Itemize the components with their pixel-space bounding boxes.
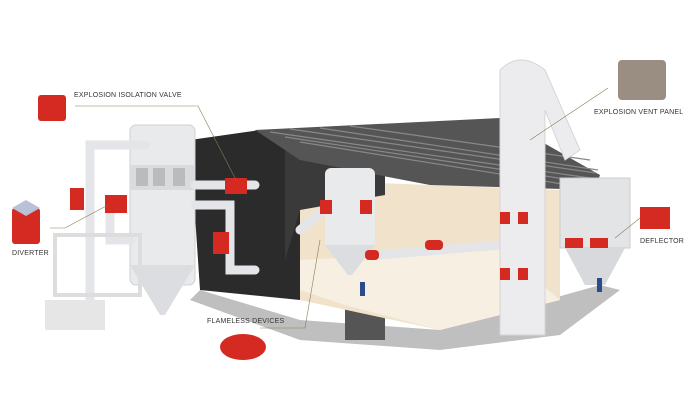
building-wall [190,130,300,300]
vent-panel-icon [173,168,185,186]
base-box [45,300,105,330]
label-vent-panel: EXPLOSION VENT PANEL [594,109,684,116]
floor-step [300,250,560,330]
vent-panel-icon [153,168,165,186]
label-deflector: DEFLECTOR [640,238,685,245]
red-devices [12,95,670,360]
label-isolation-valve: EXPLOSION ISOLATION VALVE [74,92,182,99]
filter-hopper [565,248,625,285]
silo-cone [130,265,195,315]
support-frame [53,233,142,297]
inner-silo [325,168,375,248]
dust-filter [559,177,631,249]
label-flameless-devices: FLAMELESS DEVICES [207,318,285,325]
diverter-top [12,200,40,216]
vent-panel-photo [618,60,666,100]
label-diverter: DIVERTER [12,250,49,257]
bucket-elevator [499,59,581,336]
vent-panel-icon [136,168,148,186]
inner-silo-cone [325,245,375,275]
worker-figures [360,278,602,296]
leader-lines [50,87,641,329]
